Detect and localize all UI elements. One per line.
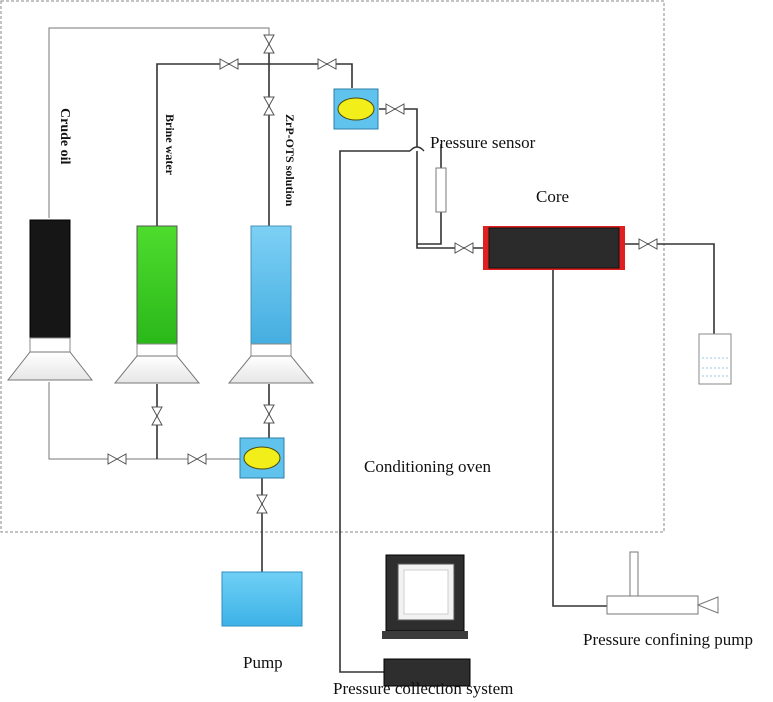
valve-mixer-outlet <box>385 103 405 115</box>
label-core: Core <box>536 187 569 206</box>
valve-zrp-outlet <box>263 404 275 424</box>
valve-pump-line <box>256 494 268 514</box>
label-pressure-sensor: Pressure sensor <box>430 133 536 152</box>
valves[interactable] <box>107 34 658 514</box>
valve-brine-outlet <box>151 406 163 426</box>
valve-bottom-mid <box>187 453 207 465</box>
zrp-ots-solution-container <box>227 225 315 384</box>
valve-top-right <box>317 58 337 70</box>
valve-zrp-inlet <box>263 96 275 116</box>
collection-beaker <box>698 333 732 385</box>
pressure-collection-computer <box>382 554 471 687</box>
valve-top-junction <box>263 34 275 54</box>
conditioning-oven-boundary <box>0 0 665 533</box>
pump <box>221 571 303 627</box>
label-pressure-collection-system: Pressure collection system <box>333 679 513 698</box>
label-zrp-ots-solution: ZrP-OTS solution <box>283 114 297 207</box>
valve-core-inlet <box>454 242 474 254</box>
label-pump: Pump <box>243 653 283 672</box>
pressure-confining-pump <box>606 551 719 615</box>
mixer-upper <box>333 88 379 130</box>
valve-bottom-left <box>107 453 127 465</box>
valve-top-left <box>219 58 239 70</box>
core-holder <box>483 226 625 270</box>
pressure-sensor <box>435 167 447 213</box>
line-crossover <box>409 146 425 152</box>
label-pressure-confining-pump: Pressure confining pump <box>583 630 753 649</box>
label-conditioning-oven: Conditioning oven <box>364 457 492 476</box>
label-crude-oil: Crude oil <box>57 108 72 165</box>
brine-water-container <box>113 225 201 384</box>
crude-oil-container <box>6 219 94 381</box>
label-brine-water: Brine water <box>163 114 177 176</box>
mixer-lower <box>239 437 285 479</box>
valve-core-outlet <box>638 238 658 250</box>
